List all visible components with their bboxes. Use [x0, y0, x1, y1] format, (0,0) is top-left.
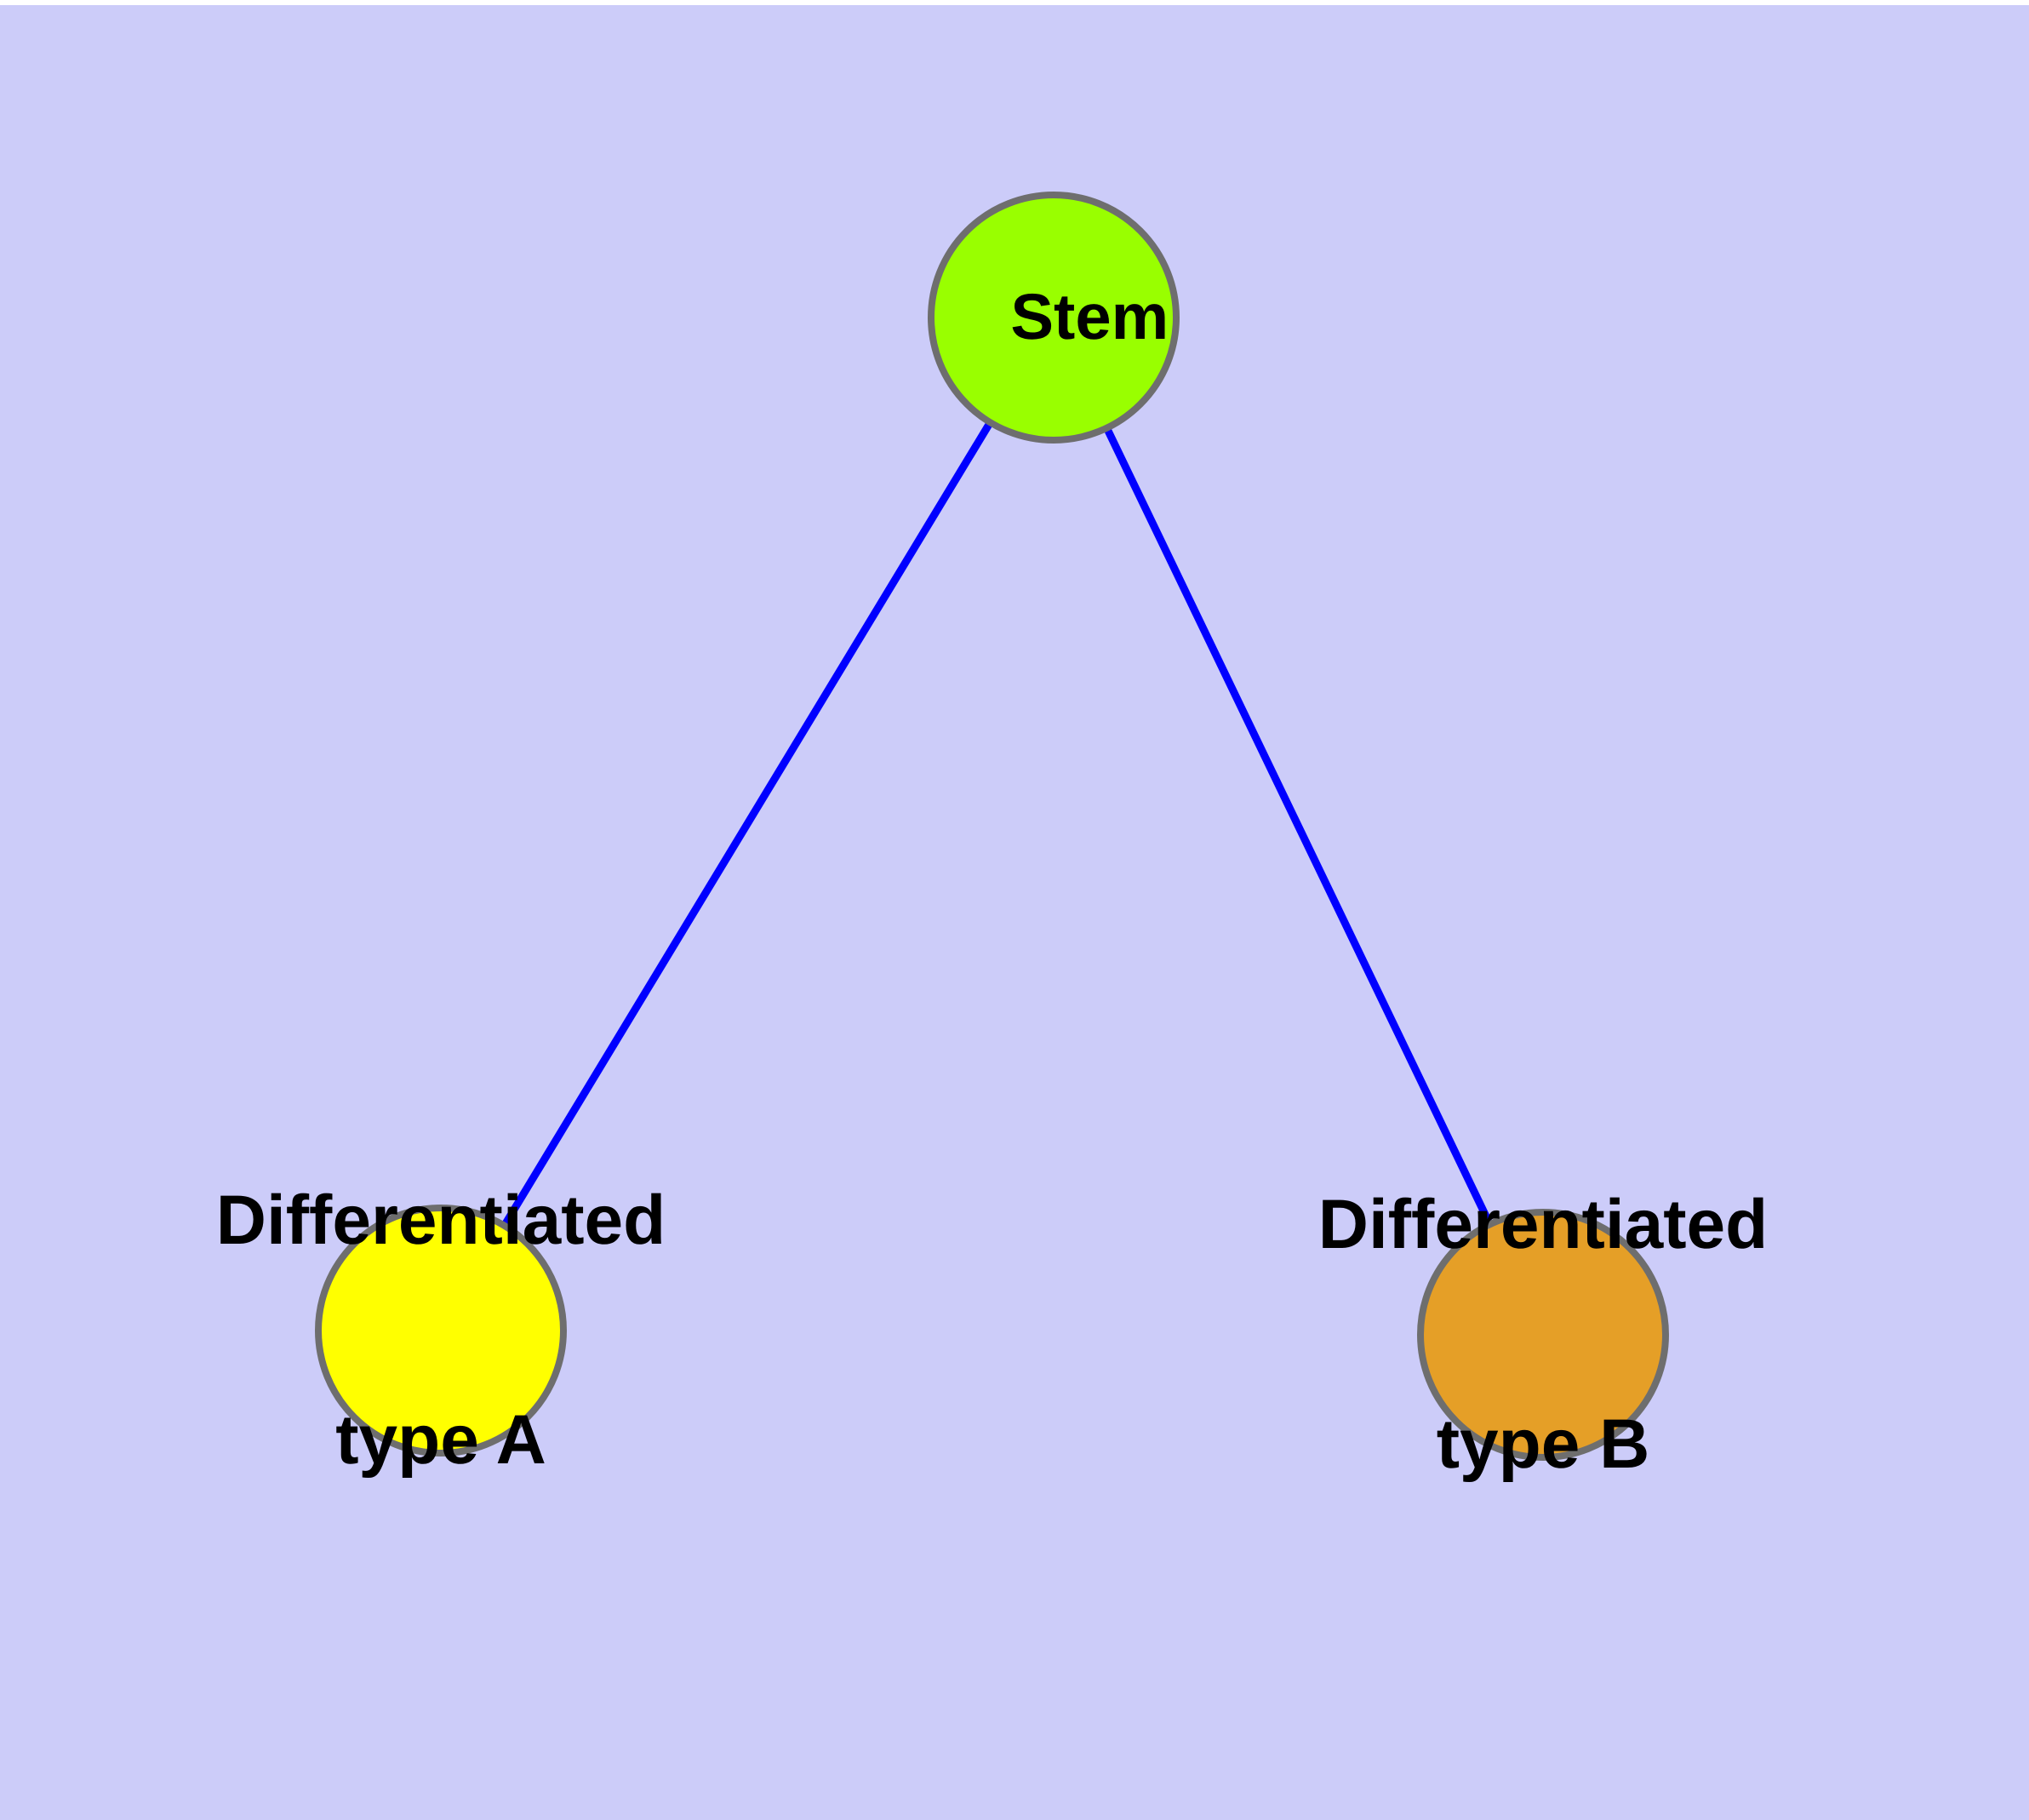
edge-layer [495, 397, 1498, 1237]
edge-stem-to-differentiated-type-a[interactable] [495, 397, 1008, 1237]
node-differentiated-type-b[interactable] [1417, 1209, 1669, 1461]
edge-stem-to-differentiated-type-b[interactable] [1091, 401, 1498, 1236]
node-stem[interactable] [928, 192, 1180, 444]
node-layer [315, 192, 1669, 1461]
node-differentiated-type-a[interactable] [315, 1205, 567, 1457]
